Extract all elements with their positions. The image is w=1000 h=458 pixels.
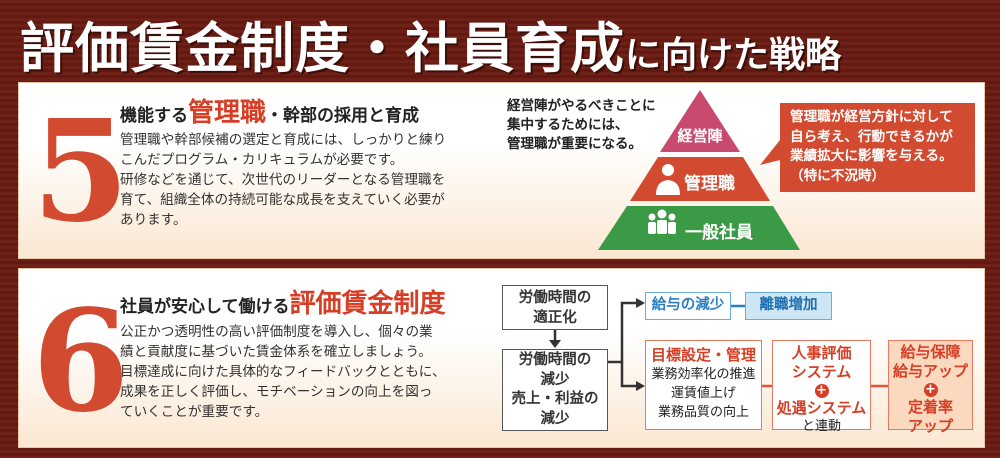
callout-box: 管理職が経営方針に対して自ら考え、行動できるかが業績拡大に影響を与える。 （特に不… xyxy=(780,103,975,192)
lead-line: 集中するためには、 xyxy=(507,117,629,133)
body-line: 目標達成に向けた具体的なフィードバックとともに、 xyxy=(120,364,446,380)
h5-post: ・幹部の採用と育成 xyxy=(266,106,420,126)
body-line: 研修などを通じて、次世代のリーダーとなる管理職を xyxy=(120,172,446,188)
box-line: 売上・利益の xyxy=(511,391,599,407)
title-sub: に向けた戦略 xyxy=(625,35,842,76)
h6-pre: 社員が安心して働ける xyxy=(120,297,290,317)
hr-line: 処遇システム xyxy=(776,399,867,417)
body-line: ていくことが重要です。 xyxy=(120,404,269,420)
tier-label-employees: 一般社員 xyxy=(685,223,753,243)
arrow-right-icon xyxy=(636,381,645,391)
plus-icon: + xyxy=(923,382,938,397)
hr-line: 人事評価 xyxy=(791,344,852,362)
turnover-increase-box: 離職増加 xyxy=(745,292,832,320)
body-line: こんだプログラム・カリキュラムが必要です。 xyxy=(120,152,404,168)
hr-system-box: 人事評価システム +処遇システムと連動 xyxy=(772,340,871,434)
goal-item: 業務品質の向上 xyxy=(657,405,749,420)
arrow-down-icon xyxy=(549,340,561,348)
goal-title: 目標設定・管理 xyxy=(650,346,756,364)
body-line: 公正かつ透明性の高い評価制度を導入し、個々の業 xyxy=(120,324,433,340)
box-line: 減少 xyxy=(540,410,570,427)
goal-management-box: 目標設定・管理業務効率化の推進運賃値上げ業務品質の向上 xyxy=(645,340,762,430)
lead-line: 管理職が重要になる。 xyxy=(507,136,642,152)
callout-line: 業績拡大に影響を与える。 xyxy=(790,148,953,164)
result-line: 給与アップ xyxy=(892,362,968,380)
h6-em: 評価賃金制度 xyxy=(289,289,446,319)
box-line: 適正化 xyxy=(533,310,577,326)
box-line: 労働時間の xyxy=(518,352,592,368)
section-number-6: 6 xyxy=(32,280,130,444)
manager-icon xyxy=(656,164,680,195)
arrow-right-icon xyxy=(636,298,645,308)
plus-icon: + xyxy=(814,383,829,398)
h5-em: 管理職 xyxy=(188,98,267,128)
pyramid-tier-top xyxy=(660,90,740,152)
result-line: 給与保障 xyxy=(900,343,961,361)
body-line: あります。 xyxy=(120,212,187,228)
section-number-5: 5 xyxy=(32,90,130,254)
pay-guarantee-box: 給与保障給与アップ +定着率アップ xyxy=(888,340,973,435)
goal-item: 運賃値上げ xyxy=(670,386,736,401)
pyramid-lead: 経営陣がやるべきことに集中するためには、管理職が重要になる。 xyxy=(507,97,677,154)
section-5-heading: 機能する管理職・幹部の採用と育成 xyxy=(120,92,419,129)
goal-item: 業務効率化の推進 xyxy=(651,367,756,382)
box-line: 減少 xyxy=(540,371,570,388)
callout-line: （特に不況時） xyxy=(790,167,886,184)
tier-label-executives: 経営陣 xyxy=(677,127,723,145)
page-title: 評価賃金制度・社員育成に向けた戦略 xyxy=(20,4,841,83)
h5-pre: 機能する xyxy=(120,106,188,126)
body-line: 成果を正しく評価し、モチベーションの向上を図っ xyxy=(120,384,433,400)
hr-line: システム xyxy=(791,363,852,381)
box-line: 労働時間の xyxy=(518,290,592,306)
callout-line: 自ら考え、行動できるかが xyxy=(790,128,953,145)
tier-label-managers: 管理職 xyxy=(684,174,735,194)
hr-line: と連動 xyxy=(801,419,841,434)
section-5-body: 管理職や幹部候補の選定と育成には、しっかりと練りこんだプログラム・カリキュラムが… xyxy=(120,130,495,230)
body-line: 績と貢献度に基づいた賃金体系を確立しましょう。 xyxy=(120,344,432,360)
callout-tail xyxy=(760,140,780,165)
lead-line: 経営陣がやるべきことに xyxy=(507,98,656,114)
body-line: 育て、組織全体の持続可能な成長を支えていく必要が xyxy=(120,192,445,208)
section-6-heading: 社員が安心して働ける評価賃金制度 xyxy=(120,283,446,320)
section-6-body: 公正かつ透明性の高い評価制度を導入し、個々の業績と貢献度に基づいた賃金体系を確立… xyxy=(120,322,495,422)
title-main: 評価賃金制度・社員育成 xyxy=(20,17,625,80)
employees-icon xyxy=(648,209,676,234)
flow-box-hours-decrease: 労働時間の減少売上・利益の減少 xyxy=(502,349,608,431)
flow-box-hours-optimization: 労働時間の適正化 xyxy=(502,285,608,330)
result-line: 定着率 xyxy=(907,398,953,416)
callout-line: 管理職が経営方針に対して xyxy=(790,109,953,125)
result-line: アップ xyxy=(907,417,953,435)
pay-decrease-box: 給与の減少 xyxy=(645,292,731,320)
body-line: 管理職や幹部候補の選定と育成には、しっかりと練り xyxy=(120,132,447,148)
